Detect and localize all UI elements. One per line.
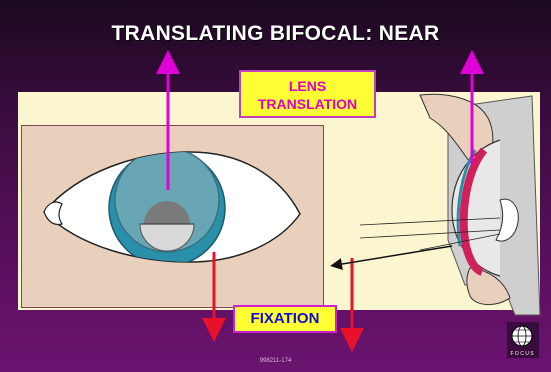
lens-label-line1: LENS xyxy=(241,77,374,95)
eye-side-view xyxy=(360,94,540,315)
lens-label-line2: TRANSLATION xyxy=(241,95,374,113)
tear-duct xyxy=(44,202,62,224)
fixation-label: FIXATION xyxy=(233,305,337,333)
eye-front-view xyxy=(44,148,300,266)
focus-logo: F O C U S xyxy=(507,322,539,358)
lens-translation-label: LENS TRANSLATION xyxy=(239,70,376,118)
gaze-direction-arrow xyxy=(336,246,452,265)
logo-text: F O C U S xyxy=(510,351,534,357)
slide-code: 998211-174 xyxy=(0,358,551,364)
